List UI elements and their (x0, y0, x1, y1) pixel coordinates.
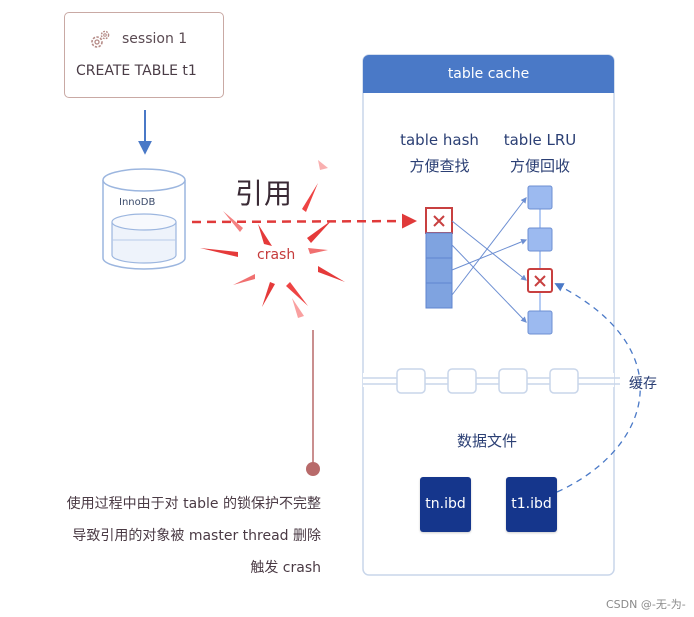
note-line-1: 使用过程中由于对 table 的锁保护不完整 (66, 496, 321, 512)
watermark: CSDN @-无-为- (606, 598, 686, 611)
innodb-label: InnoDB (119, 197, 156, 208)
table-cache-header: table cache (363, 55, 614, 93)
note-pin-dot (306, 462, 320, 476)
data-file-t1: t1.ibd (506, 477, 557, 532)
table-lru-column (527, 185, 553, 335)
innodb-cylinder (102, 168, 186, 270)
note-line-3: 触发 crash (250, 560, 321, 576)
hash-title: table hash (400, 131, 479, 149)
data-files-title: 数据文件 (457, 432, 518, 450)
table-hash-column (425, 207, 453, 309)
x-mark-icon (534, 275, 546, 287)
cache-separator (363, 368, 620, 394)
lru-title: table LRU (503, 131, 577, 149)
reference-label: 引用 (235, 177, 294, 210)
lru-subtitle: 方便回收 (509, 157, 570, 175)
gear-cog-icon (91, 30, 110, 48)
cache-label: 缓存 (629, 376, 657, 392)
hash-lru-links (451, 197, 528, 323)
session-command: CREATE TABLE t1 (76, 63, 197, 79)
hash-subtitle: 方便查找 (409, 157, 470, 175)
cache-curve-arrow (554, 283, 641, 493)
reference-arrow (191, 213, 417, 229)
x-mark-icon (433, 215, 445, 227)
crash-label: crash (257, 247, 296, 263)
session-box (64, 12, 224, 98)
session-label: session 1 (122, 31, 188, 47)
note-line-2: 导致引用的对象被 master thread 删除 (72, 528, 321, 544)
data-file-tn: tn.ibd (420, 477, 471, 532)
crash-burst (200, 160, 345, 318)
